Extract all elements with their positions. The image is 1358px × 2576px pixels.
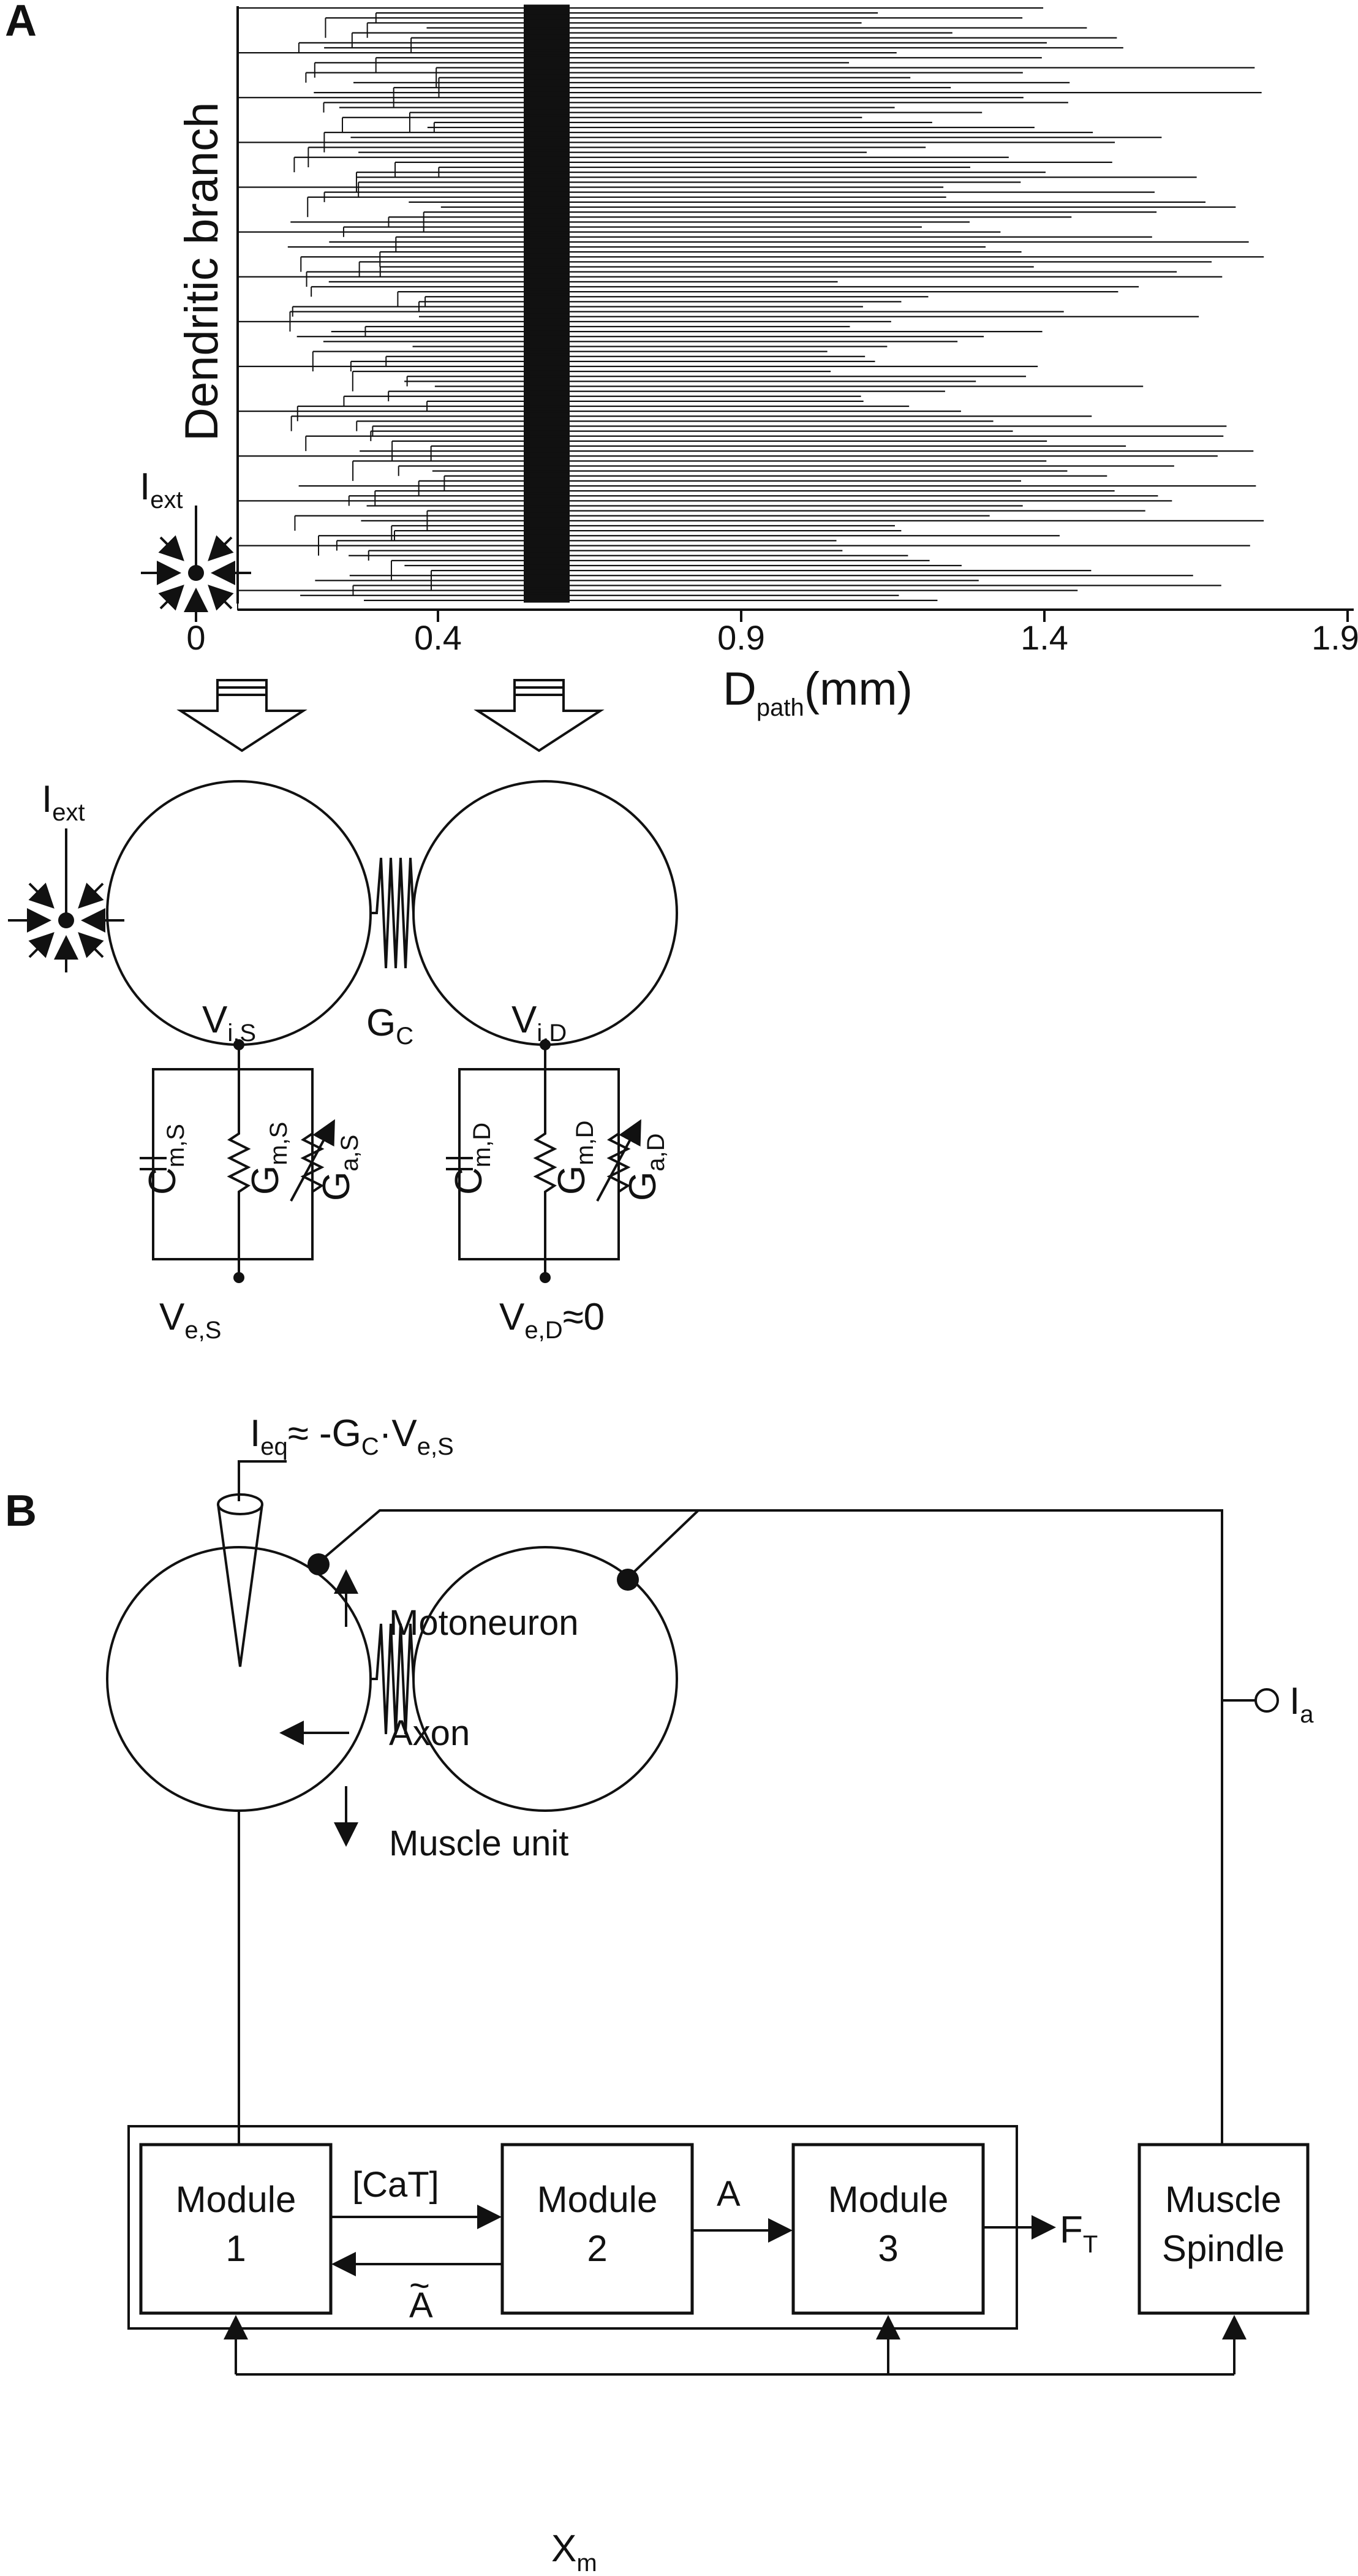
soma-compartment-b xyxy=(106,1546,372,1812)
x-tick-label-0.9: 0.9 xyxy=(717,618,765,657)
dendrite-compartment xyxy=(412,780,678,1046)
module-2-line1: Module xyxy=(537,2179,658,2220)
muscle-spindle xyxy=(1137,2143,1310,2315)
x-tick-label-0: 0 xyxy=(186,618,205,657)
ia-terminal-icon xyxy=(1254,1688,1279,1713)
ved-label: Ve,D≈0 xyxy=(499,1296,605,1344)
gms-label: Gm,S xyxy=(244,1122,292,1195)
module-1-line1: Module xyxy=(176,2179,296,2220)
gc-label: GC xyxy=(366,1002,413,1050)
muscle-spindle-line2: Spindle xyxy=(1162,2228,1284,2269)
ieq-label: Ieq≈ -GC·Ve,S xyxy=(250,1412,454,1460)
current-injection-star-icon-2 xyxy=(8,828,124,972)
muscle-spindle-line1: Muscle xyxy=(1165,2179,1281,2220)
x-tick-label-0.4: 0.4 xyxy=(414,618,462,657)
gad-label: Ga,D xyxy=(622,1134,670,1201)
panel-b-label: B xyxy=(5,1487,37,1536)
module-2-line2: 2 xyxy=(587,2228,607,2269)
electrode-icon xyxy=(217,1460,287,1667)
module-3 xyxy=(791,2143,985,2315)
y-axis-title: Dendritic branch xyxy=(176,102,228,441)
module-3-line1: Module xyxy=(828,2179,949,2220)
gmd-label: Gm,D xyxy=(551,1120,598,1195)
down-arrow-soma-icon xyxy=(176,679,307,752)
a-forward-label: A xyxy=(717,2174,741,2214)
cms-label: Cm,S xyxy=(141,1124,189,1195)
x-tick-label-1.4: 1.4 xyxy=(1020,618,1068,657)
xm-label: Xm xyxy=(551,2528,597,2576)
vid-label: Vi,D xyxy=(511,999,567,1047)
soma-compartment xyxy=(106,780,372,1046)
x-tick-label-1.9: 1.9 xyxy=(1311,618,1358,657)
ia-label: Ia xyxy=(1289,1680,1314,1728)
cmd-label: Cm,D xyxy=(448,1123,496,1195)
legend-muscle-unit: Muscle unit xyxy=(389,1824,568,1863)
synapse-dendrite xyxy=(617,1569,639,1591)
module-1 xyxy=(139,2143,333,2315)
soma-circuit xyxy=(140,1039,335,1283)
module-2 xyxy=(500,2143,694,2315)
legend-axon: Axon xyxy=(389,1713,470,1753)
x-axis-title: Dpath(mm) xyxy=(723,663,913,721)
a-back-label: A xyxy=(409,2286,433,2325)
dendrite-compartment-b xyxy=(412,1546,678,1812)
a-back-tilde: ~ xyxy=(409,2266,430,2306)
iext-label-top: Iext xyxy=(140,466,183,513)
gas-label: Ga,S xyxy=(315,1135,363,1201)
iext-label-bottom: Iext xyxy=(42,778,85,826)
module-3-line2: 3 xyxy=(878,2228,898,2269)
panel-a-label: A xyxy=(5,0,37,45)
ves-label: Ve,S xyxy=(159,1296,221,1344)
synapse-soma xyxy=(307,1553,330,1575)
dendrite-circuit xyxy=(446,1039,641,1283)
ft-label: FT xyxy=(1060,2209,1098,2258)
current-injection-star-icon xyxy=(141,506,251,622)
legend-motoneuron: Motoneuron xyxy=(389,1603,579,1643)
cat-label: [CaT] xyxy=(352,2165,439,2205)
dendrogram xyxy=(195,4,1354,622)
ia-afferent-line xyxy=(317,1509,1223,2191)
coupling-resistor-b xyxy=(371,1623,415,1735)
down-arrow-dendrite-icon xyxy=(473,679,605,752)
vis-label: Vi,S xyxy=(202,999,256,1047)
module-1-line2: 1 xyxy=(225,2228,246,2269)
coupling-conductance-resistor xyxy=(371,857,415,969)
